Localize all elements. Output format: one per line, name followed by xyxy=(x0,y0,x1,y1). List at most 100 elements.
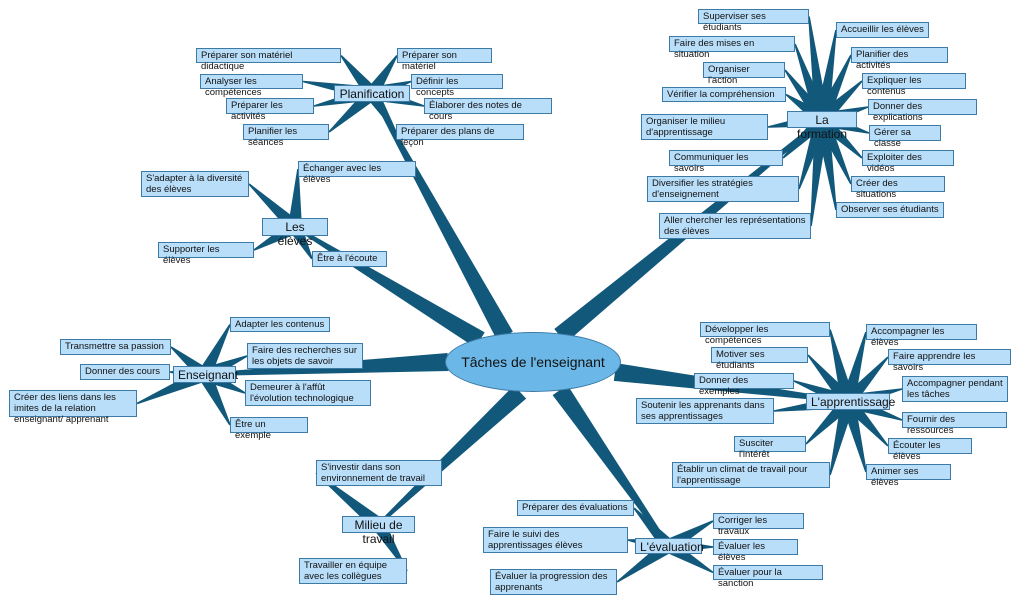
leaf-connector xyxy=(815,118,837,211)
branch-node[interactable]: Les élèves xyxy=(262,218,328,248)
central-topic[interactable]: Tâches de l'enseignant xyxy=(445,332,621,392)
leaf-node-label: Travailler en équipe avec les collègues xyxy=(304,560,388,582)
leaf-node[interactable]: Aller chercher les représentations des é… xyxy=(659,213,811,239)
leaf-node[interactable]: Planifier les séances xyxy=(243,124,329,148)
leaf-node[interactable]: Vérifier la compréhension xyxy=(662,87,786,102)
branch-node[interactable]: Milieu de travail xyxy=(342,516,415,546)
branch-connector xyxy=(552,384,670,547)
leaf-node[interactable]: Préparer des évaluations xyxy=(517,500,634,516)
leaf-node-label: Aller chercher les représentations des é… xyxy=(664,215,806,237)
leaf-node[interactable]: Faire le suivi des apprentissages élèves xyxy=(483,527,628,553)
leaf-node[interactable]: Soutenir les apprenants dans ses apprent… xyxy=(636,398,774,424)
leaf-node-label: Gérer sa classe xyxy=(874,127,911,149)
leaf-node[interactable]: Être un exemple xyxy=(230,417,308,441)
central-topic-label: Tâches de l'enseignant xyxy=(461,354,605,370)
leaf-node[interactable]: Susciter l'intérêt xyxy=(734,436,806,460)
leaf-node[interactable]: Adapter les contenus xyxy=(230,317,330,332)
leaf-node-label: Organiser le milieu d'apprentissage xyxy=(646,116,726,138)
leaf-node-label: Définir les concepts xyxy=(416,76,459,98)
leaf-node[interactable]: Superviser ses étudiants xyxy=(698,9,809,33)
leaf-connector xyxy=(815,54,852,123)
leaf-node[interactable]: Corriger les travaux xyxy=(713,513,804,537)
leaf-node[interactable]: Évaluer les élèves xyxy=(713,539,798,563)
leaf-node[interactable]: Observer ses étudiants xyxy=(836,202,944,218)
leaf-node[interactable]: Établir un climat de travail pour l'appr… xyxy=(672,462,830,488)
leaf-node-label: Créer des liens dans les imites de la re… xyxy=(14,392,116,425)
leaf-node[interactable]: Analyser les compétences xyxy=(200,74,303,98)
leaf-node[interactable]: Développer les compétences xyxy=(700,322,830,346)
leaf-node[interactable]: Évaluer pour la sanction xyxy=(713,565,823,589)
leaf-node[interactable]: Évaluer la progression des apprenants xyxy=(490,569,617,595)
branch-node-label: La formation xyxy=(796,113,848,141)
leaf-node-label: Accompagner les élèves xyxy=(871,326,945,348)
leaf-node[interactable]: Donner des cours xyxy=(80,364,170,380)
branch-node[interactable]: Enseignant xyxy=(173,366,238,383)
leaf-node-label: Expliquer les contenus xyxy=(867,75,922,97)
leaf-node[interactable]: Expliquer les contenus xyxy=(862,73,966,97)
branch-node[interactable]: L'apprentissage xyxy=(806,393,895,410)
leaf-node[interactable]: Faire des recherches sur les objets de s… xyxy=(247,343,363,369)
leaf-node[interactable]: Exploiter des vidéos xyxy=(862,150,954,174)
branch-connector xyxy=(370,92,513,341)
branch-node[interactable]: La formation xyxy=(787,111,857,141)
leaf-node[interactable]: Faire des mises en situation xyxy=(669,36,795,60)
leaf-node-label: Diversifier les stratégies d'enseignemen… xyxy=(652,178,753,200)
leaf-node[interactable]: Supporter les élèves xyxy=(158,242,254,266)
branch-node[interactable]: L'évaluation xyxy=(635,538,704,554)
leaf-node-label: Analyser les compétences xyxy=(205,76,262,98)
leaf-node[interactable]: Travailler en équipe avec les collègues xyxy=(299,558,407,584)
leaf-node[interactable]: S'adapter à la diversité des élèves xyxy=(141,171,249,197)
leaf-node[interactable]: Motiver ses étudiants xyxy=(711,347,808,371)
leaf-node[interactable]: Préparer des plans de leçon xyxy=(396,124,524,148)
leaf-node[interactable]: Planifier des activités xyxy=(851,47,948,71)
leaf-node[interactable]: Animer ses élèves xyxy=(866,464,951,488)
leaf-node-label: Préparer des plans de leçon xyxy=(401,126,495,148)
leaf-connector xyxy=(815,29,837,121)
leaf-node-label: Planifier des activités xyxy=(856,49,909,71)
leaf-node[interactable]: Fournir des ressources xyxy=(902,412,1007,436)
leaf-node[interactable]: Donner des exemples xyxy=(694,373,794,397)
leaf-node[interactable]: Accompagner les élèves xyxy=(866,324,977,348)
leaf-node[interactable]: Créer des situations xyxy=(851,176,945,200)
leaf-node-label: Exploiter des vidéos xyxy=(867,152,922,174)
leaf-node-label: Être à l'écoute xyxy=(317,253,378,264)
leaf-node[interactable]: Transmettre sa passion xyxy=(60,339,171,355)
leaf-node[interactable]: Demeurer à l'affût l'évolution technolog… xyxy=(245,380,371,406)
leaf-node[interactable]: Échanger avec les élèves xyxy=(298,161,416,185)
leaf-node-label: Observer ses étudiants xyxy=(841,204,939,215)
leaf-node[interactable]: Créer des liens dans les imites de la re… xyxy=(9,390,137,425)
branch-node[interactable]: Planification xyxy=(334,85,410,102)
leaf-node[interactable]: Élaborer des notes de cours xyxy=(424,98,552,122)
leaf-node[interactable]: Préparer les activités xyxy=(226,98,314,122)
leaf-node-label: Développer les compétences xyxy=(705,324,769,346)
leaf-node[interactable]: Donner des explications xyxy=(868,99,977,123)
leaf-node[interactable]: S'investir dans son environnement de tra… xyxy=(316,460,442,486)
leaf-connector xyxy=(841,399,867,473)
leaf-node[interactable]: Organiser l'action xyxy=(703,62,785,86)
leaf-node[interactable]: Être à l'écoute xyxy=(312,251,387,267)
leaf-node[interactable]: Communiquer les savoirs xyxy=(669,150,783,174)
leaf-node-label: Donner des explications xyxy=(873,101,923,123)
leaf-node[interactable]: Accompagner pendant les tâches xyxy=(902,376,1008,402)
leaf-node[interactable]: Accueillir les élèves xyxy=(836,22,929,38)
branch-node-label: Planification xyxy=(339,87,405,101)
leaf-node[interactable]: Diversifier les stratégies d'enseignemen… xyxy=(647,176,799,202)
leaf-node-label: Corriger les travaux xyxy=(718,515,768,537)
branch-node-label: Les élèves xyxy=(277,220,313,248)
leaf-node[interactable]: Écouter les élèves xyxy=(888,438,972,462)
leaf-node[interactable]: Organiser le milieu d'apprentissage xyxy=(641,114,768,140)
leaf-node[interactable]: Définir les concepts xyxy=(411,74,503,98)
leaf-node[interactable]: Préparer son matériel didactique xyxy=(196,48,341,72)
leaf-node[interactable]: Gérer sa classe xyxy=(869,125,941,149)
leaf-node-label: Vérifier la compréhension xyxy=(667,89,775,100)
leaf-node-label: S'investir dans son environnement de tra… xyxy=(321,462,426,484)
leaf-connector xyxy=(198,371,231,426)
leaf-node-label: Évaluer la progression des apprenants xyxy=(495,571,608,593)
leaf-node[interactable]: Préparer son matériel xyxy=(397,48,492,72)
leaf-node-label: Élaborer des notes de cours xyxy=(429,100,522,122)
leaf-node-label: Superviser ses étudiants xyxy=(703,11,766,33)
leaf-node[interactable]: Faire apprendre les savoirs xyxy=(888,349,1011,373)
leaf-connector xyxy=(315,472,383,530)
branch-node-label: Milieu de travail xyxy=(354,518,403,546)
